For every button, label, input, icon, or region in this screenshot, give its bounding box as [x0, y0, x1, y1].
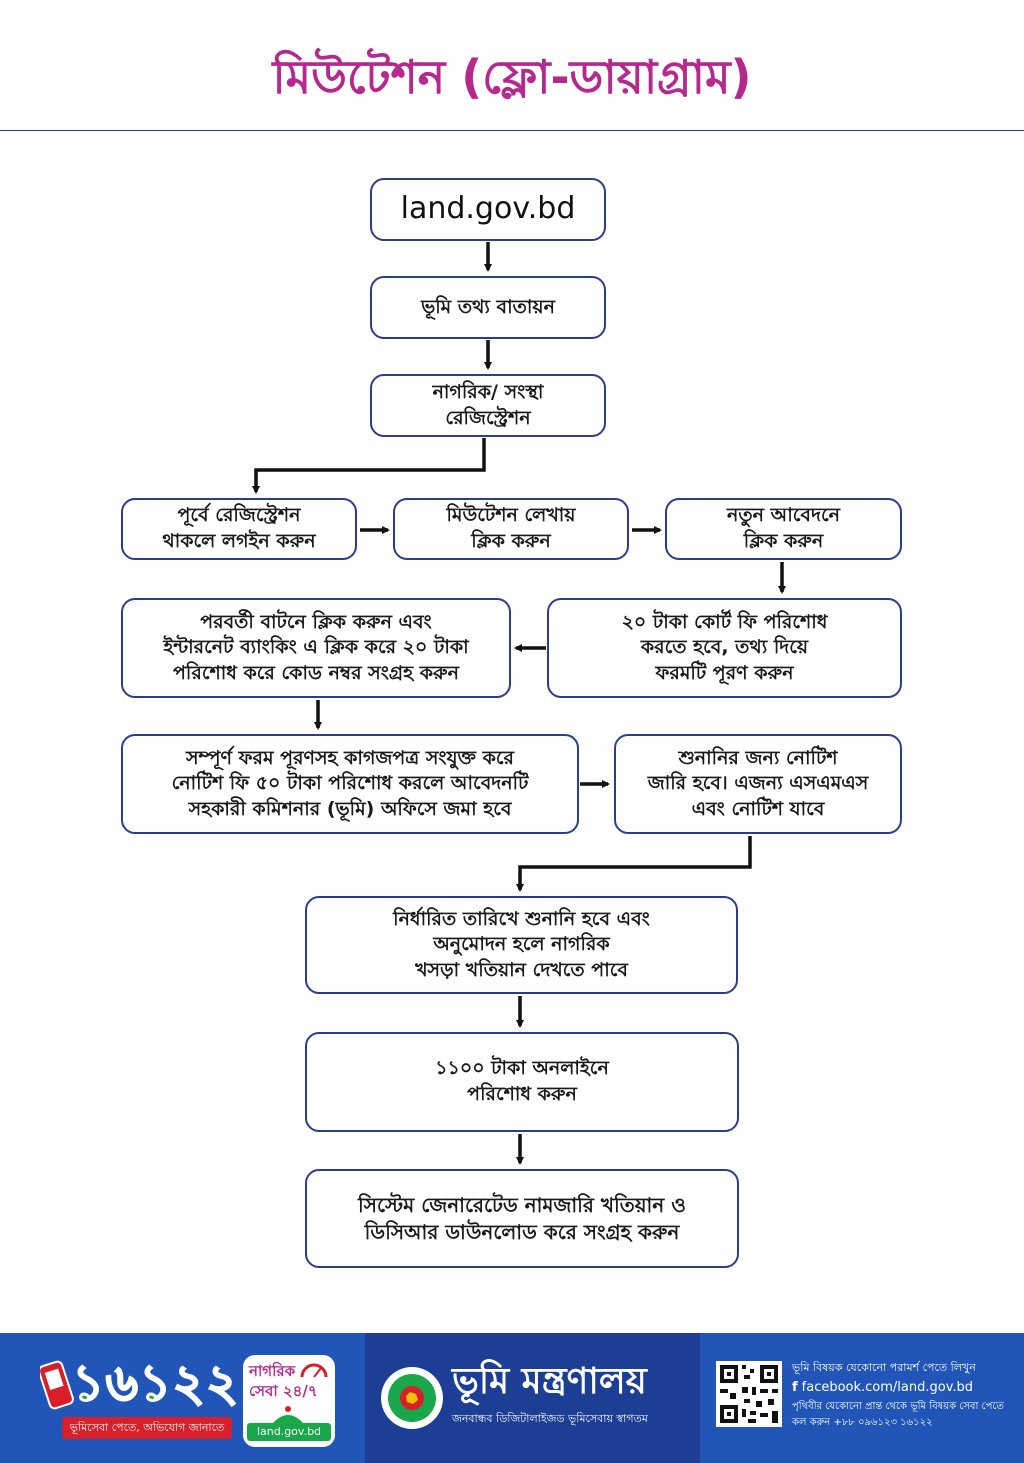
step-login: পূর্বে রেজিস্ট্রেশন থাকলে লগইন করুন	[121, 498, 357, 560]
step-online-payment: ১১০০ টাকা অনলাইনে পরিশোধ করুন	[305, 1032, 739, 1132]
step-land-gov-bd: land.gov.bd	[370, 178, 606, 241]
bangladesh-government-emblem-icon	[381, 1367, 443, 1429]
contact-phone-line: কল করুন +৮৮ ০৯৬১২৩ ১৬১২২	[792, 1417, 933, 1428]
qr-code-icon[interactable]	[716, 1361, 782, 1427]
facebook-url[interactable]: facebook.com/land.gov.bd	[801, 1380, 974, 1395]
seba-badge-url[interactable]: land.gov.bd	[247, 1423, 331, 1441]
arrow-3-4	[252, 438, 486, 494]
step-citizen-registration: নাগরিক/ সংস্থা রেজিস্ট্রেশন	[370, 374, 606, 437]
ministry-tagline: জনবান্ধব ডিজিটালাইজড ভূমিসেবায় স্বাগতম	[452, 1412, 648, 1425]
gauge-icon	[300, 1363, 328, 1378]
facebook-icon: f	[792, 1380, 798, 1395]
page-title: মিউটেশন (ফ্লো-ডায়াগ্রাম)	[272, 50, 752, 104]
hotline-number: ১৬১২২	[71, 1353, 240, 1413]
step-land-info-portal: ভূমি তথ্য বাতায়ন	[370, 276, 606, 339]
seba-badge-title: নাগরিক সেবা ২৪/৭	[249, 1362, 318, 1400]
step-download-khatian: সিস্টেম জেনারেটেড নামজারি খতিয়ান ও ডিসি…	[305, 1169, 739, 1268]
phone-icon	[40, 1360, 74, 1410]
step-new-application: নতুন আবেদনে ক্লিক করুন	[665, 498, 902, 560]
title-divider	[0, 130, 1024, 131]
step-hearing-approval: নির্ধারিত তারিখে শুনানি হবে এবং অনুমোদন …	[305, 896, 738, 994]
step-court-fee-form: ২০ টাকা কোর্ট ফি পরিশোধ করতে হবে, তথ্য দ…	[547, 598, 902, 698]
ministry-name: ভূমি মন্ত্রণালয়	[452, 1361, 647, 1402]
flow-arrows	[252, 242, 786, 1165]
step-internet-banking: পরবর্তী বাটনে ক্লিক করুন এবং ইন্টারনেট ব…	[121, 598, 511, 698]
step-click-mutation: মিউটেশন লেখায় ক্লিক করুন	[393, 498, 629, 560]
hotline-tagline: ভূমিসেবা পেতে, অভিযোগ জানাতে	[62, 1417, 232, 1439]
step-hearing-notice: শুনানির জন্য নোটিশ জারি হবে। এজন্য এসএমএ…	[614, 734, 902, 834]
footer-banner: ১৬১২২ ভূমিসেবা পেতে, অভিযোগ জানাতে নাগরি…	[0, 1333, 1024, 1463]
step-submit-application: সম্পূর্ণ ফরম পূরণসহ কাগজপত্র সংযুক্ত করে…	[121, 734, 579, 834]
contact-advice-line: ভূমি বিষয়ক যেকোনো পরামর্শ পেতে লিখুন	[792, 1361, 976, 1374]
contact-service-line: পৃথিবীর যেকোনো প্রান্ত থেকে ভূমি বিষয়ক …	[792, 1401, 1004, 1412]
arrow-10-11	[516, 836, 752, 892]
field-icon	[273, 1406, 303, 1423]
nagorik-seba-badge: নাগরিক সেবা ২৪/৭ land.gov.bd	[243, 1355, 335, 1447]
